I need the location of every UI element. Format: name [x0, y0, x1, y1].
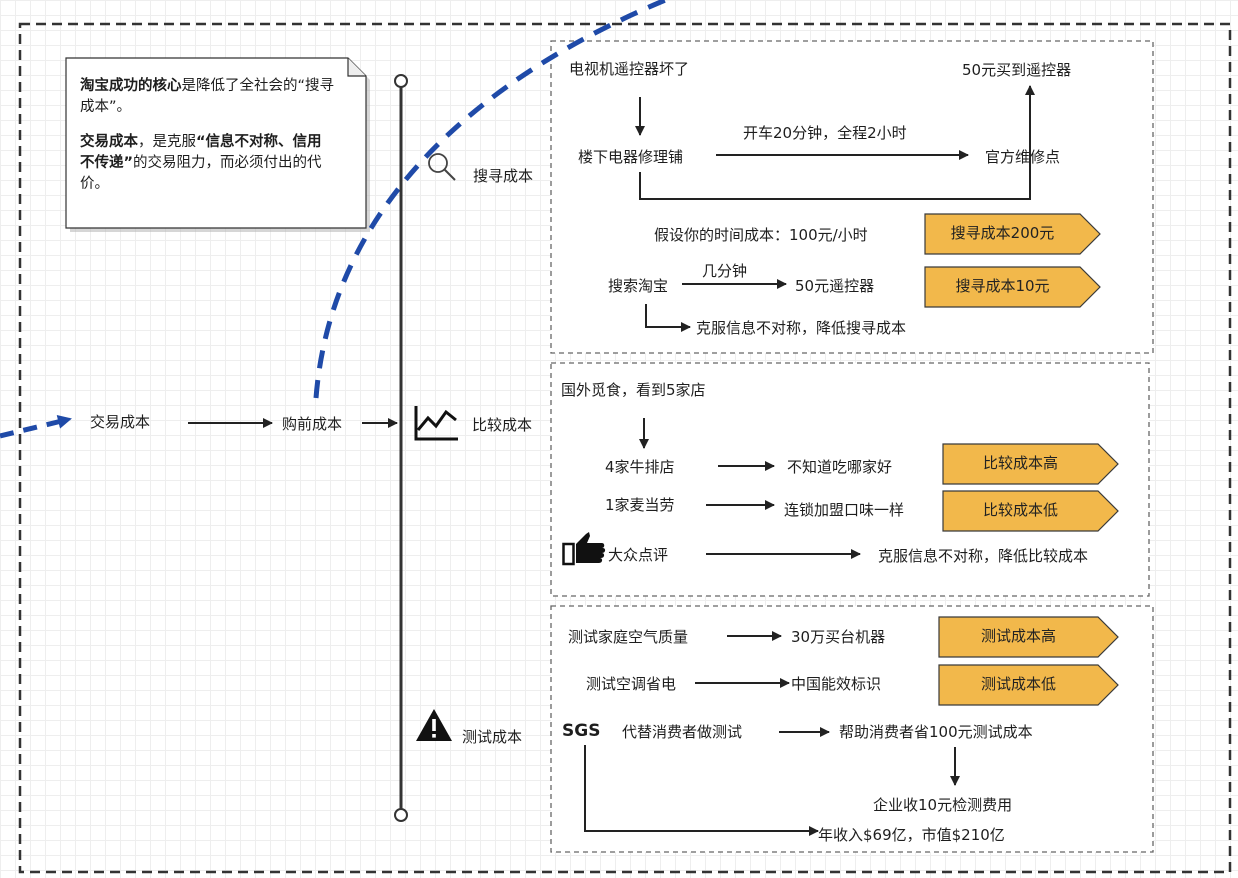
revenue-text: 年收入$69亿，市值$210亿	[818, 826, 1005, 844]
timeline-top-node	[394, 74, 408, 88]
tag-test-high: 测试成本高	[980, 627, 1056, 646]
abroad-text: 国外觅食，看到5家店	[561, 381, 706, 399]
steak-text: 4家牛排店	[605, 458, 675, 476]
blue-incoming-arrow	[0, 415, 72, 439]
ac-power-text: 测试空调省电	[586, 675, 677, 693]
tag-test-low: 测试成本低	[980, 675, 1056, 694]
energy-label-text: 中国能效标识	[791, 675, 882, 693]
note-bold-3: “信息不对称、信用不传递”	[80, 134, 322, 172]
outer-frame	[18, 22, 1232, 874]
machine-text: 30万买台机器	[791, 628, 886, 646]
note-bold-2: 交易成本	[80, 134, 138, 151]
sgs-desc-text: 代替消费者做测试	[622, 723, 743, 741]
time-cost-text: 假设你的时间成本：100元/小时	[654, 226, 868, 244]
unknown-text: 不知道吃哪家好	[787, 458, 893, 476]
pre-purchase-cost-label: 购前成本	[282, 415, 343, 433]
transaction-cost-label: 交易成本	[90, 413, 151, 431]
fee-text: 企业收10元检测费用	[873, 796, 1013, 814]
tag-compare-low: 比较成本低	[982, 501, 1058, 520]
chain-text: 连锁加盟口味一样	[784, 501, 905, 519]
official-point-text: 官方维修点	[985, 148, 1061, 166]
branch-compare-label: 比较成本	[472, 416, 533, 434]
drive-time-text: 开车20分钟，全程2小时	[743, 124, 907, 142]
tag-search-200: 搜寻成本200元	[950, 224, 1055, 243]
downstairs-shop-text: 楼下电器修理铺	[578, 148, 684, 166]
compare-overcome-text: 克服信息不对称，降低比较成本	[878, 547, 1089, 565]
branch-search-label: 搜寻成本	[473, 167, 534, 185]
note-box	[65, 57, 367, 229]
air-quality-text: 测试家庭空气质量	[568, 628, 689, 646]
tag-shape-search-10	[924, 266, 1101, 308]
buy-50-text: 50元买到遥控器	[962, 61, 1072, 79]
tag-shape-test-high	[938, 616, 1119, 658]
mcd-text: 1家麦当劳	[605, 496, 675, 514]
timeline-bottom-node	[394, 808, 408, 822]
tag-compare-high: 比较成本高	[982, 454, 1058, 473]
warning-icon	[414, 707, 454, 747]
help-save-text: 帮助消费者省100元测试成本	[839, 723, 1033, 741]
remote-50-text: 50元遥控器	[795, 277, 875, 295]
note-text-1: 是降低了全社会的“搜寻成本”。	[80, 78, 335, 116]
few-minutes-text: 几分钟	[702, 262, 748, 280]
search-taobao-text: 搜索淘宝	[608, 277, 669, 295]
note-text-3: 的交易阻力，而必须付出的代价。	[80, 155, 322, 193]
note-text-2: ，是克服	[138, 134, 196, 151]
tag-shape-compare-low	[942, 490, 1119, 532]
tag-shape-search-200	[924, 213, 1101, 255]
sgs-label: SGS	[562, 721, 601, 741]
branch-test-label: 测试成本	[462, 728, 523, 746]
magnifier-icon	[425, 150, 459, 188]
dianping-text: 大众点评	[608, 546, 669, 564]
chart-icon	[412, 404, 460, 448]
note-text: 淘宝成功的核心是降低了全社会的“搜寻成本”。 交易成本，是克服“信息不对称、信用…	[66, 62, 346, 224]
tag-search-10: 搜寻成本10元	[955, 277, 1050, 296]
tag-shape-test-low	[938, 664, 1119, 706]
note-bold-1: 淘宝成功的核心	[80, 78, 182, 94]
tag-shape-compare-high	[942, 443, 1119, 485]
remote-broken-text: 电视机遥控器坏了	[569, 60, 690, 78]
search-overcome-text: 克服信息不对称，降低搜寻成本	[696, 319, 907, 337]
blue-arc	[313, 0, 673, 399]
thumbs-up-icon	[562, 530, 606, 570]
